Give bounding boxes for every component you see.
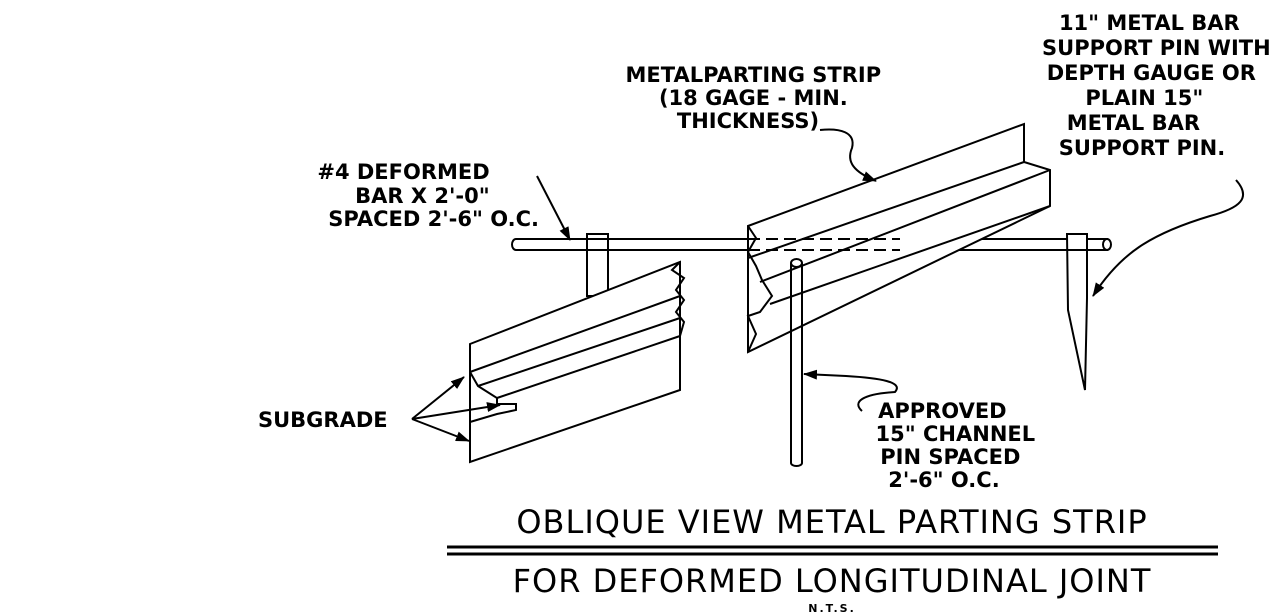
right-support-pin [1065,233,1088,391]
label-deformed-bar-line: #4 DEFORMED [317,160,489,184]
label-deformed-bar: #4 DEFORMED BAR X 2'-0" SPACED 2'-6" O.C… [317,160,539,231]
leader-deformed-bar [536,175,571,241]
label-channel-pin-line: APPROVED [878,399,1007,423]
label-channel-pin-line: 15" CHANNEL [876,422,1036,446]
leader-parting-strip [819,128,877,182]
title-line-1: OBLIQUE VIEW METAL PARTING STRIP [516,503,1147,541]
label-parting-strip-line: THICKNESS) [677,109,819,133]
label-parting-strip-line: (18 GAGE - MIN. [659,86,848,110]
parting-strip-upper [746,122,1051,354]
leader-subgrade [411,376,501,442]
label-support-pin-line: SUPPORT PIN. [1059,136,1225,160]
label-deformed-bar-line: SPACED 2'-6" O.C. [328,207,539,231]
scale-note: N.T.S. [808,602,856,615]
label-support-pin-line: METAL BAR [1067,111,1200,135]
title-line-2: FOR DEFORMED LONGITUDINAL JOINT [513,562,1152,600]
label-subgrade: SUBGRADE [258,408,388,432]
leader-support-pin [1092,179,1245,297]
label-support-pin-line: SUPPORT PIN WITH [1042,36,1271,60]
label-parting-strip: METALPARTING STRIP (18 GAGE - MIN. THICK… [626,63,889,133]
label-support-pin: 11" METAL BAR SUPPORT PIN WITH DEPTH GAU… [1042,11,1278,160]
label-support-pin-line: 11" METAL BAR [1059,11,1240,35]
parting-strip-lower [469,260,686,464]
channel-pin [790,258,803,467]
left-support-pin [586,233,609,297]
label-deformed-bar-line: BAR X 2'-0" [355,184,490,208]
leader-channel-pin [803,369,898,412]
label-support-pin-line: PLAIN 15" [1085,86,1203,110]
label-parting-strip-line: METALPARTING STRIP [626,63,882,87]
label-channel-pin: APPROVED 15" CHANNEL PIN SPACED 2'-6" O.… [876,399,1043,492]
label-channel-pin-line: 2'-6" O.C. [888,468,999,492]
label-channel-pin-line: PIN SPACED [880,445,1020,469]
label-support-pin-line: DEPTH GAUGE OR [1047,61,1256,85]
